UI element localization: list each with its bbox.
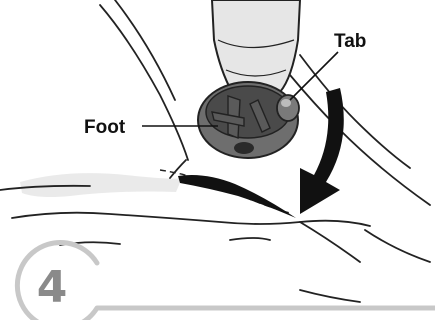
step-number: 4 bbox=[37, 262, 68, 313]
cloth-smear-shadow bbox=[20, 173, 182, 197]
tab-label: Tab bbox=[334, 31, 366, 52]
direction-arrow-icon bbox=[300, 88, 344, 214]
foot-label: Foot bbox=[84, 117, 126, 138]
device-body bbox=[212, 0, 300, 92]
tab bbox=[277, 95, 299, 121]
fabric-slit bbox=[178, 175, 296, 218]
step-badge: 4 bbox=[17, 243, 435, 320]
